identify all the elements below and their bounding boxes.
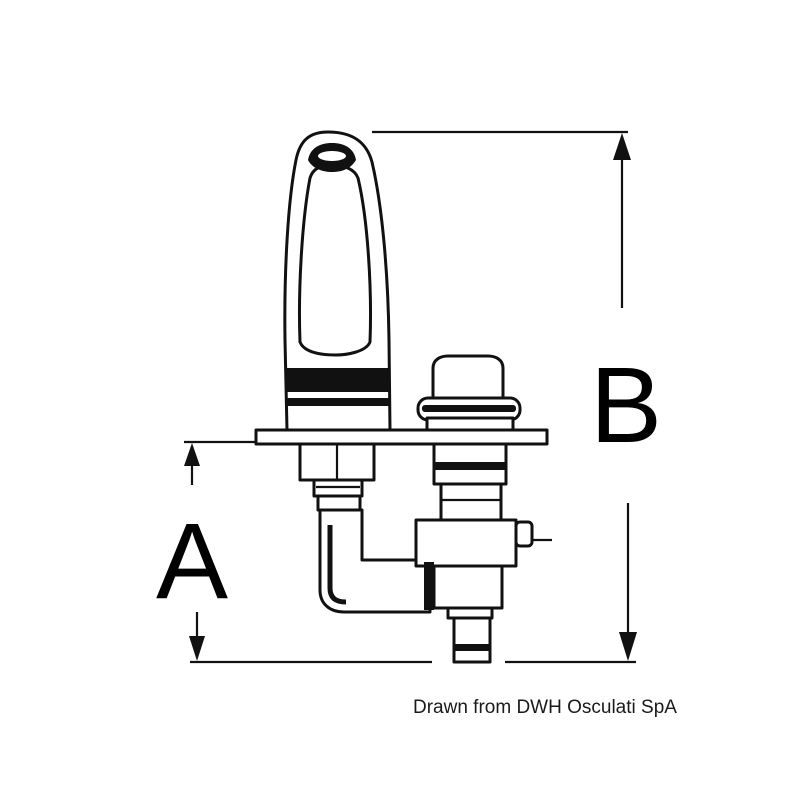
pump-cap — [416, 354, 522, 432]
dimension-b-label: B — [590, 344, 662, 465]
dimension-b-arrow-down — [619, 632, 637, 661]
spout-fittings — [298, 442, 432, 614]
valve-inlet-band — [424, 562, 434, 610]
valve-outlet-connector — [452, 616, 492, 664]
valve-lower-body — [432, 564, 504, 610]
pump-cap-top — [431, 354, 505, 400]
dimension-a-label: A — [156, 500, 228, 621]
dimension-a-arrow-up — [184, 443, 200, 466]
spout-dark-band — [286, 368, 389, 392]
pump-valve — [414, 442, 552, 664]
dimension-a: A — [156, 440, 432, 664]
faucet-spout — [283, 130, 392, 432]
dimension-b-arrow-up — [613, 133, 631, 160]
spout-window — [297, 163, 372, 357]
elbow-inner-curve — [327, 525, 347, 605]
pump-cap-collar — [425, 416, 515, 432]
pump-stem-lower — [439, 482, 503, 522]
spout-base-band — [287, 398, 390, 406]
elbow-pipe — [318, 508, 432, 614]
source-caption: Drawn from DWH Osculati SpA — [413, 697, 677, 718]
base-plate — [254, 428, 549, 446]
valve-side-knob — [514, 520, 534, 548]
valve-body — [414, 518, 518, 568]
elbow-collar — [316, 494, 362, 512]
pump-stem-band — [434, 462, 506, 470]
dimension-a-arrow-down — [189, 636, 205, 661]
spout-nozzle-highlight — [318, 151, 346, 161]
dimension-b: B — [372, 130, 662, 664]
pump-cap-seal — [422, 405, 516, 412]
valve-outlet-ring — [454, 644, 490, 651]
